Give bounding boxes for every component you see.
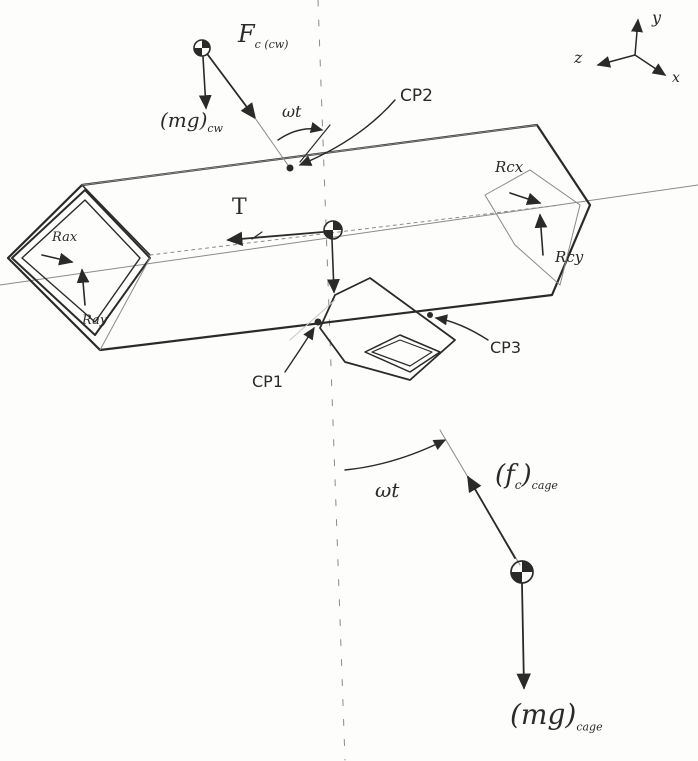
fc-cw-label: Fc (cw) — [238, 20, 289, 51]
vertical-reference-dashed — [317, 0, 346, 761]
t-arrow-doubletick — [251, 231, 263, 240]
wt-bottom-label: ωt — [375, 478, 400, 502]
mg-cage-arrow — [516, 583, 531, 690]
rcx-label: Rcx — [495, 158, 524, 176]
cp2-label: CP2 — [400, 86, 433, 106]
wt-top-label: ωt — [282, 102, 302, 121]
counterweight-mass-symbol — [193, 39, 211, 57]
cp2-leader — [298, 99, 396, 166]
axis-x-label: x — [672, 70, 680, 86]
fc-cage-label: (fc)cage — [495, 460, 558, 493]
rcx-arrow — [509, 192, 542, 206]
fc-cw-arrow — [207, 54, 257, 120]
rcy-label: Rcy — [555, 248, 584, 266]
cp1-leader — [284, 326, 315, 373]
cage-mass-symbol — [510, 560, 534, 584]
fc-cw-line-of-action — [254, 117, 291, 169]
rax-label: Rax — [52, 230, 78, 245]
axis-y-label: y — [652, 8, 662, 27]
beam-center-mass-symbol — [323, 220, 343, 240]
wt-top-marker — [299, 124, 331, 163]
cp3-point — [427, 312, 433, 318]
cage-block — [289, 277, 456, 381]
wt-top-arc — [277, 122, 324, 141]
cp1-label: CP1 — [252, 372, 283, 391]
cp3-label: CP3 — [490, 338, 521, 357]
beam-weight-arrow — [327, 239, 340, 294]
rax-arrow — [41, 252, 74, 266]
cp2-point — [286, 164, 294, 172]
mg-cw-arrow — [198, 56, 212, 110]
mg-cw-label: (mg)cw — [160, 108, 223, 135]
t-label: T — [232, 195, 247, 220]
ray-label: Ray — [82, 313, 108, 328]
rcy-arrow — [534, 213, 548, 256]
cp1-point — [314, 318, 322, 326]
mg-cage-label: (mg)cage — [510, 698, 603, 734]
cp3-leader — [434, 314, 489, 341]
ray-arrow — [76, 268, 90, 306]
square-tube-beam — [6, 123, 592, 352]
rotation-axis-line — [0, 184, 698, 286]
axis-triad — [596, 18, 667, 76]
axis-z-label: z — [574, 48, 583, 67]
fc-cage-arrow — [467, 475, 516, 559]
wt-bottom-arc — [344, 439, 447, 471]
t-arrow — [226, 231, 324, 246]
